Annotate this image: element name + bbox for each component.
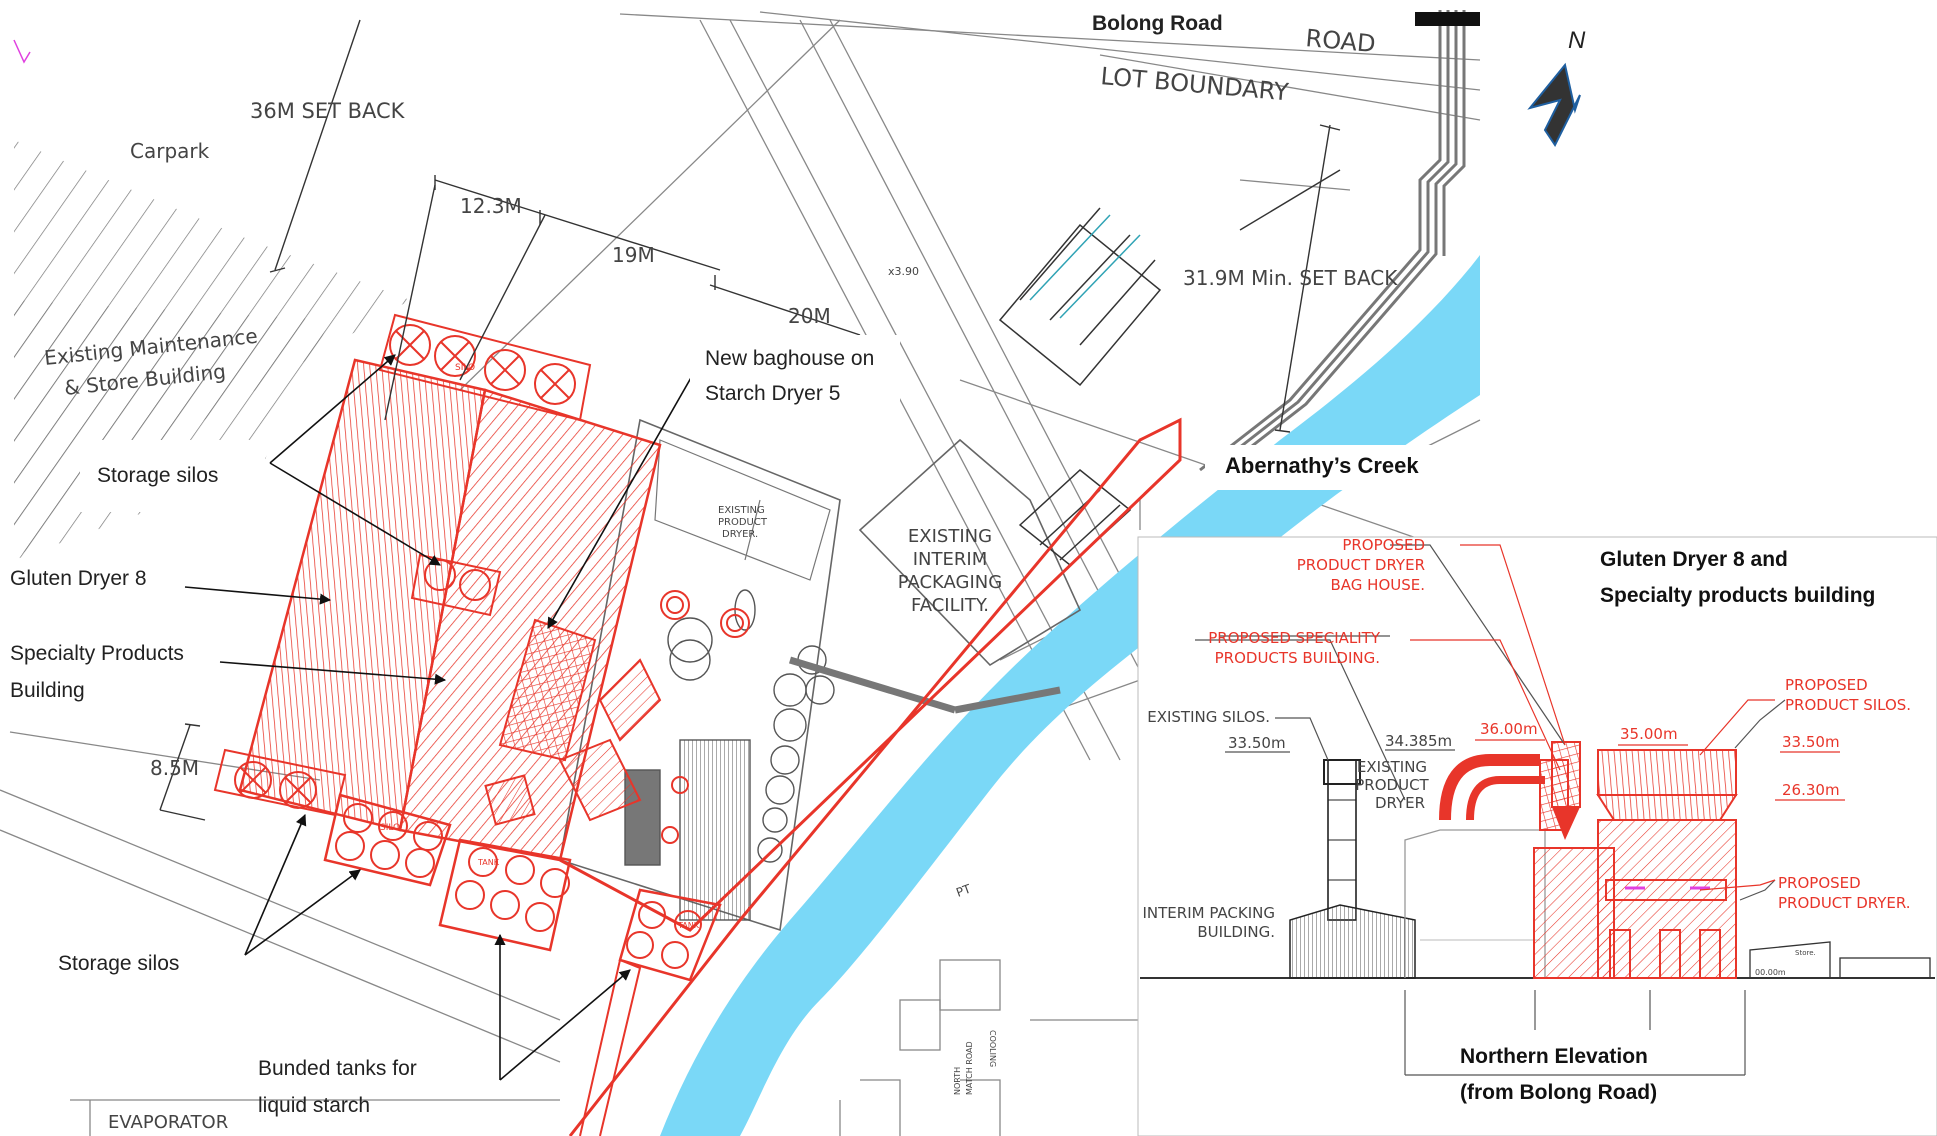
callout-leaders — [184, 354, 701, 1081]
red-site-boundary — [559, 417, 1182, 1136]
elevation-point-label: x3.90 — [888, 265, 919, 278]
elev-existing-dryer-3: DRYER — [1375, 794, 1425, 812]
elev-prop-dryer-1: PROPOSED — [1778, 874, 1861, 892]
dim-19-label: 19M — [612, 243, 655, 267]
elev-prop-silos-2: PRODUCT SILOS. — [1785, 696, 1911, 714]
elev-level-33-50-a: 33.50m — [1228, 734, 1286, 752]
elevation-caption-2: (from Bolong Road) — [1460, 1081, 1657, 1104]
tank-label-b: TANK — [677, 921, 700, 930]
elev-existing-silos: EXISTING SILOS. — [1147, 708, 1270, 726]
bunded-tanks-label-2: liquid starch — [258, 1094, 370, 1117]
elev-level-35: 35.00m — [1620, 725, 1678, 743]
elevation-title-2: Specialty products building — [1600, 584, 1875, 607]
interim-label-2: INTERIM — [913, 549, 988, 570]
evaporator-label: EVAPORATOR — [108, 1112, 228, 1133]
storage-silos-top — [378, 313, 592, 617]
storage-silos-bottom — [213, 748, 452, 887]
dim-12-3-label: 12.3M — [460, 194, 522, 218]
creek-label-bg — [1205, 445, 1435, 490]
elev-prop-dryer-2: PRODUCT DRYER. — [1778, 894, 1911, 912]
baghouse-callout-1: New baghouse on — [705, 347, 874, 370]
north-match-label: NORTH — [953, 1067, 962, 1095]
bunded-tanks-group-a — [438, 838, 572, 952]
elev-prop-silos-1: PROPOSED — [1785, 676, 1868, 694]
bunded-tanks-label-1: Bunded tanks for — [258, 1057, 417, 1080]
dimension-lines — [159, 19, 1341, 821]
baghouse-callout-2: Starch Dryer 5 — [705, 382, 840, 405]
specialty-label-1: Specialty Products — [10, 642, 184, 665]
dim-20-label: 20M — [788, 304, 831, 328]
abernathys-creek-label: Abernathy’s Creek — [1225, 453, 1419, 478]
carpark-label: Carpark — [130, 139, 210, 163]
road-marker-block — [1415, 12, 1480, 26]
baghouse-callout-bg — [690, 335, 900, 415]
elev-level-36: 36.00m — [1480, 720, 1538, 738]
existing-dryer-label-1: EXISTING — [718, 505, 765, 516]
elev-level-34-385: 34.385m — [1385, 732, 1452, 750]
process-equipment — [624, 589, 835, 921]
elev-level-00: 00.00m — [1755, 968, 1786, 977]
dim-8-5-label: 8.5M — [150, 756, 199, 780]
elevation-title-1: Gluten Dryer 8 and — [1600, 548, 1788, 571]
existing-dryer-label-2: PRODUCT — [718, 517, 768, 528]
elev-prop-baghouse-3: BAG HOUSE. — [1330, 576, 1425, 594]
existing-dryer-label-3: DRYER. — [722, 529, 758, 540]
match-road-label: MATCH ROAD — [965, 1041, 974, 1095]
elev-interim-1: INTERIM PACKING — [1142, 904, 1275, 922]
storage-silos-top-label: Storage silos — [97, 464, 218, 487]
elev-prop-specialty-1: PROPOSED SPECIALITY — [1208, 629, 1381, 647]
storage-silos-top-bg — [80, 440, 265, 512]
background-linework — [0, 11, 1481, 1136]
elev-prop-specialty-2: PRODUCTS BUILDING. — [1215, 649, 1380, 667]
elev-level-26-30: 26.30m — [1782, 781, 1840, 799]
existing-interim-packaging-facility — [858, 438, 1082, 667]
storage-silos-bottom-label: Storage silos — [58, 952, 179, 975]
elev-prop-baghouse-2: PRODUCT DRYER — [1297, 556, 1425, 574]
silo-label-bottom: SILO — [380, 823, 400, 833]
pt-label: PT — [954, 881, 973, 899]
tank-label: TANK — [477, 858, 500, 867]
cooling-label: COOLING — [988, 1030, 997, 1067]
north-label: N — [1568, 27, 1586, 54]
lot-boundary-label: LOT BOUNDARY — [1099, 62, 1289, 106]
elev-interim-2: BUILDING. — [1197, 923, 1275, 941]
sheet-marker-icon — [13, 39, 31, 64]
north-arrow-icon — [1527, 62, 1581, 147]
elevation-caption-1: Northern Elevation — [1460, 1045, 1648, 1068]
elev-prop-baghouse-1: PROPOSED — [1342, 536, 1425, 554]
elev-level-33-50-b: 33.50m — [1782, 733, 1840, 751]
bolong-road-label: Bolong Road — [1092, 12, 1223, 35]
elev-store: Store. — [1795, 949, 1816, 957]
interim-label-4: FACILITY. — [911, 595, 989, 616]
bunded-tanks-group-b — [618, 888, 722, 982]
road-label: ROAD — [1304, 24, 1376, 58]
elev-existing-dryer-1: EXISTING — [1357, 758, 1427, 776]
specialty-products-building — [398, 388, 662, 862]
existing-dryer-inner — [654, 439, 831, 581]
proposed-dryer-equipment — [484, 590, 750, 844]
setback-36m-label: 36M SET BACK — [250, 99, 406, 123]
setback-31-9m-label: 31.9M Min. SET BACK — [1183, 266, 1398, 290]
northern-elevation-inset — [1137, 536, 1937, 1136]
silo-label: SILO — [455, 363, 475, 373]
elev-existing-dryer-2: PRODUCT — [1355, 776, 1429, 794]
interim-label-1: EXISTING — [908, 526, 992, 547]
gluten-dryer-label: Gluten Dryer 8 — [10, 567, 147, 590]
specialty-label-2: Building — [10, 679, 85, 702]
interim-label-3: PACKAGING — [898, 572, 1002, 593]
